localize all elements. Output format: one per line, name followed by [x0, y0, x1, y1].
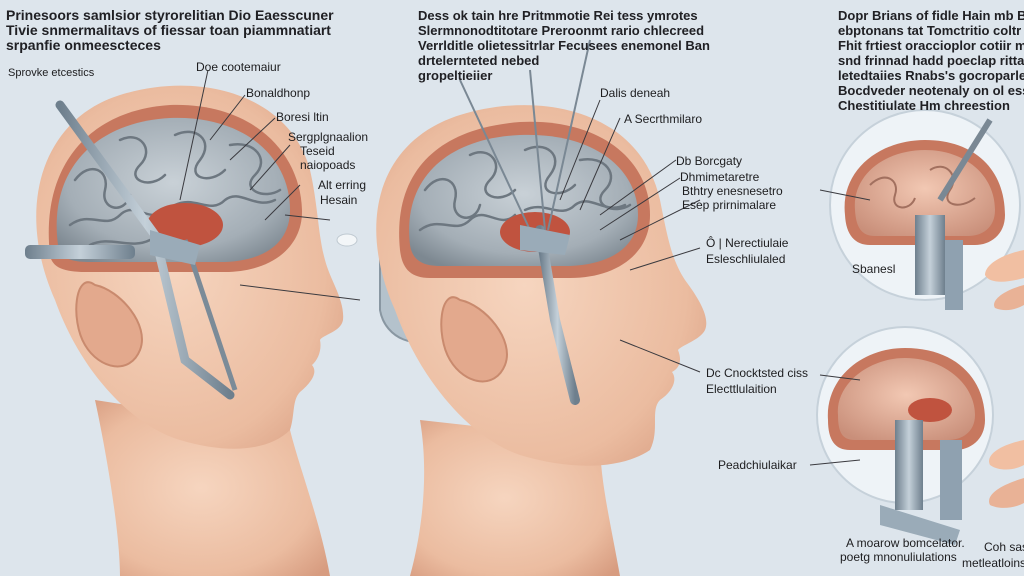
- header-left-line-2: Tivie snmermalitavs of fiessar toan piam…: [6, 22, 331, 38]
- label-dhm: Dhmimetaretre: [680, 170, 760, 184]
- label-metle: metleatloins: [962, 556, 1024, 570]
- label-hesain: Hesain: [320, 193, 358, 207]
- label-bores: Boresi ltin: [276, 110, 329, 124]
- label-nalo: naiopoads: [300, 158, 356, 172]
- label-doc: Doe cootemaiur: [196, 60, 281, 74]
- label-sbanesl: Sbanesl: [852, 262, 896, 276]
- header-left-line-1: Prinesoors samlsior styrorelitian Dio Ea…: [6, 7, 334, 23]
- label-dc: Dc Cnocktsted ciss: [706, 366, 809, 380]
- header-right: Dopr Brians of fidle Hain mb Bin ebptona…: [838, 8, 1024, 113]
- left-probe: [55, 100, 235, 400]
- label-poetg: poetg mnonuliulations: [840, 550, 957, 564]
- header-middle-line-3: Verrlditle olietessitrlar Fecusees enemo…: [418, 38, 710, 53]
- label-peado: Peadchiulaikar: [718, 458, 797, 472]
- middle-brain-folds: [418, 145, 632, 232]
- header-right-line-6: Bocdveder neotenaly on ol essio: [838, 83, 1024, 98]
- middle-head: [376, 39, 707, 576]
- header-middle: Dess ok tain hre Pritmmotie Rei tess ymr…: [418, 8, 710, 83]
- left-probe-tip: [182, 239, 238, 391]
- label-db: Db Borcgaty: [676, 154, 743, 168]
- left-neck: [95, 400, 330, 576]
- label-o: Ô | Nerectiulaie: [706, 236, 789, 250]
- label-coh: Coh sas: [984, 540, 1024, 554]
- header-right-line-7: Chestitiulate Hm chreestion: [838, 98, 1010, 113]
- label-amoarow: A moarow bomcelator.: [846, 536, 965, 550]
- middle-clamp: [520, 225, 570, 255]
- label-sergo: Sergplgnaalion: [288, 130, 369, 144]
- left-handle: [25, 245, 135, 259]
- header-right-line-5: letedtaiies Rnabs's gocroparles: [838, 68, 1024, 83]
- left-brain-folds: [68, 130, 282, 247]
- label-alt: Alt erring: [318, 178, 367, 192]
- header-middle-line-4: drtelernteted nebed: [418, 53, 540, 68]
- label-bonal: Bonaldhonp: [246, 86, 311, 100]
- leader-lines: [179, 69, 871, 466]
- header-right-line-4: snd frinnad hadd poeclap ritta: [838, 53, 1024, 68]
- middle-ear: [440, 296, 508, 383]
- label-elec: Electtlulaition: [706, 382, 777, 396]
- header-right-line-2: ebptonans tat Tomctritio coltr me: [838, 23, 1024, 38]
- label-esel: Esleschliulaled: [706, 252, 786, 266]
- left-clamp: [150, 230, 200, 265]
- label-bthty: Bthtry enesnesetro: [682, 184, 783, 198]
- header-right-line-3: Fhit frtiest oraccioplor cotiir me: [838, 38, 1024, 53]
- middle-probe-wire: [459, 79, 531, 231]
- header-right-line-1: Dopr Brians of fidle Hain mb Bin: [838, 8, 1024, 23]
- header-middle-line-5: gropeltieiier: [418, 68, 493, 83]
- header-middle-line-1: Dess ok tain hre Pritmmotie Rei tess ymr…: [418, 8, 698, 23]
- right-inset-top: [829, 109, 1024, 311]
- label-sect: A Secrthmilaro: [624, 112, 703, 126]
- label-dais: Dalis deneah: [600, 86, 671, 100]
- header-left: Prinesoors samlsior styrorelitian Dio Ea…: [6, 8, 334, 53]
- left-brain: [56, 117, 290, 262]
- middle-brain: [409, 134, 638, 266]
- middle-probe: [535, 225, 580, 405]
- label-teseid: Teseid: [300, 144, 335, 158]
- header-middle-line-2: Slermnonodtitotare Preroonmt rario chlec…: [418, 23, 705, 38]
- left-ear: [75, 281, 143, 368]
- left-head: [25, 85, 344, 576]
- label-esep: Esep prirnimalare: [682, 198, 777, 212]
- right-inset-bottom: [816, 326, 1024, 545]
- header-left-line-3: srpanfie onmeescteces: [6, 37, 161, 53]
- label-spynke: Sprovke etcestics: [8, 67, 95, 79]
